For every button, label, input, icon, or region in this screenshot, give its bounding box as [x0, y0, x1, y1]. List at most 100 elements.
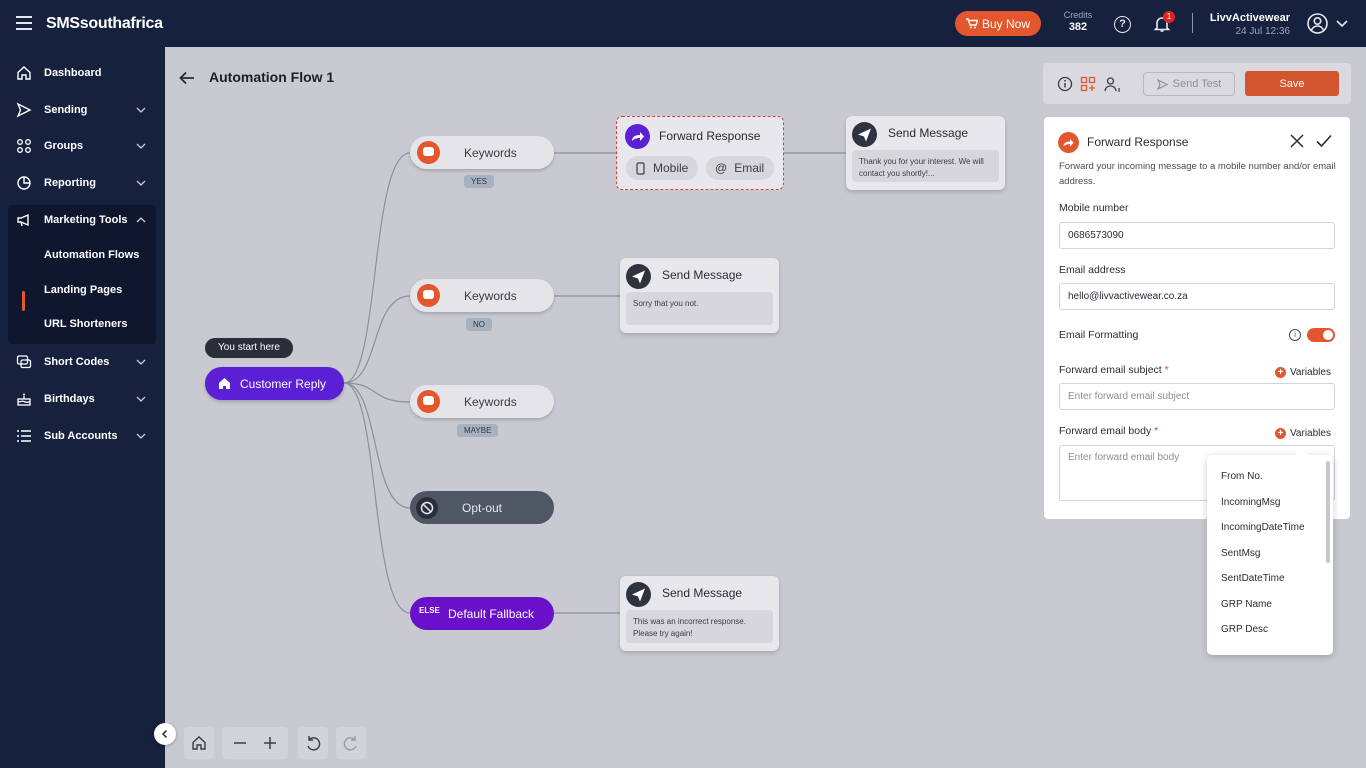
sidebar-item-dashboard[interactable]: Dashboard	[8, 58, 156, 88]
required-mark: *	[1164, 364, 1169, 376]
keywords-label: Keywords	[464, 288, 517, 303]
sidebar-label: Marketing Tools	[44, 214, 128, 226]
keywords-node-yes[interactable]: Keywords	[410, 136, 554, 169]
variables-label: Variables	[1290, 428, 1331, 439]
else-prefix: ELSE	[419, 606, 440, 615]
forward-email-body-label: Forward email body *	[1059, 425, 1158, 437]
customer-reply-node[interactable]: Customer Reply	[205, 367, 344, 400]
default-fallback-node[interactable]: ELSE Default Fallback	[410, 597, 554, 630]
email-address-label: Email address	[1059, 264, 1126, 276]
sidebar-item-marketing-tools[interactable]: Marketing Tools	[8, 205, 156, 235]
flow-connectors	[343, 152, 846, 614]
chat-bubble-icon	[417, 284, 440, 307]
sidebar-item-sub-accounts[interactable]: Sub Accounts	[8, 421, 156, 451]
send-message-node-yes[interactable]: Send Message Thank you for your interest…	[846, 116, 1005, 190]
cart-icon	[965, 18, 978, 29]
user-avatar-icon[interactable]	[1307, 13, 1328, 34]
collapse-sidebar-button[interactable]	[154, 723, 176, 745]
forward-email-subject-input[interactable]	[1059, 383, 1335, 410]
zoom-out-icon[interactable]	[233, 736, 247, 750]
add-node-icon[interactable]	[1080, 76, 1096, 92]
chevron-down-icon	[136, 396, 146, 402]
chat-bubble-icon	[417, 390, 440, 413]
variable-option[interactable]: IncomingDateTime	[1221, 522, 1305, 533]
user-info[interactable]: LivvActivewear 24 Jul 12:36	[1200, 12, 1290, 37]
subject-variables-button[interactable]: + Variables	[1275, 367, 1331, 378]
credits-label: Credits	[1063, 10, 1093, 20]
sidebar-item-short-codes[interactable]: Short Codes	[8, 347, 156, 377]
menu-icon[interactable]	[16, 16, 32, 30]
subject-label-text: Forward email subject	[1059, 364, 1162, 376]
undo-button[interactable]	[298, 727, 328, 759]
email-chip[interactable]: @ Email	[706, 156, 774, 180]
send-test-label: Send Test	[1172, 78, 1222, 90]
variable-option[interactable]: GRP Desc	[1221, 624, 1269, 635]
forward-response-title: Forward Response	[659, 129, 761, 143]
page-title: Automation Flow 1	[209, 69, 335, 85]
mobile-chip[interactable]: Mobile	[626, 156, 698, 180]
variable-option[interactable]: IncomingMsg	[1221, 497, 1281, 508]
save-button[interactable]: Save	[1245, 71, 1339, 96]
forward-arrow-icon	[625, 124, 650, 149]
forward-response-node[interactable]: Forward Response Mobile @ Email	[616, 116, 784, 190]
dropdown-scrollbar[interactable]	[1326, 461, 1330, 563]
sidebar-item-landing-pages[interactable]: Landing Pages	[44, 284, 123, 296]
body-variables-button[interactable]: + Variables	[1275, 428, 1331, 439]
undo-icon	[307, 736, 321, 751]
home-icon	[192, 736, 206, 750]
opt-out-label: Opt-out	[462, 500, 503, 515]
mobile-number-input[interactable]	[1059, 222, 1335, 249]
email-formatting-label: Email Formatting	[1059, 329, 1139, 341]
back-arrow-icon[interactable]	[178, 69, 196, 87]
sidebar-item-birthdays[interactable]: Birthdays	[8, 384, 156, 414]
send-test-button[interactable]: Send Test	[1143, 72, 1235, 96]
opt-out-node[interactable]: Opt-out	[410, 491, 554, 524]
sidebar-item-reporting[interactable]: Reporting	[8, 168, 156, 198]
sidebar-item-url-shorteners[interactable]: URL Shorteners	[44, 318, 128, 330]
variable-option[interactable]: From No.	[1221, 471, 1263, 482]
brand-logo[interactable]: SMSsouthafrica	[46, 15, 163, 32]
send-message-node-no[interactable]: Send Message Sorry that you not.	[620, 258, 779, 333]
sidebar-item-sending[interactable]: Sending	[8, 95, 156, 125]
buy-now-button[interactable]: Buy Now	[955, 11, 1041, 36]
info-icon[interactable]: i	[1289, 329, 1301, 341]
chat-icon	[16, 355, 32, 369]
user-name: LivvActivewear	[1209, 12, 1290, 24]
keywords-node-no[interactable]: Keywords	[410, 279, 554, 312]
fit-view-button[interactable]	[184, 727, 214, 759]
sidebar-label: Short Codes	[44, 356, 110, 368]
email-chip-label: Email	[734, 161, 765, 175]
sidebar-label: Dashboard	[44, 67, 102, 79]
keywords-label: Keywords	[464, 145, 517, 160]
paper-plane-icon	[626, 582, 651, 607]
info-icon[interactable]	[1057, 76, 1073, 92]
variables-dropdown: From No. IncomingMsg IncomingDateTime Se…	[1207, 455, 1333, 655]
chevron-down-icon	[136, 107, 146, 113]
email-address-input[interactable]	[1059, 283, 1335, 310]
keywords-node-maybe[interactable]: Keywords	[410, 385, 554, 418]
sidebar-item-automation-flows[interactable]: Automation Flows	[44, 249, 140, 261]
variable-option[interactable]: GRP Name	[1221, 599, 1272, 610]
chevron-down-icon[interactable]	[1336, 17, 1348, 29]
zoom-in-icon[interactable]	[263, 736, 277, 750]
check-icon[interactable]	[1316, 134, 1332, 148]
chevron-down-icon	[136, 433, 146, 439]
keyword-tag-no: NO	[466, 318, 492, 331]
help-icon[interactable]: ?	[1114, 16, 1131, 33]
redo-button[interactable]	[336, 727, 366, 759]
active-indicator	[22, 291, 25, 311]
variable-option[interactable]: SentDateTime	[1221, 573, 1285, 584]
sidebar-label: Reporting	[44, 177, 96, 189]
close-icon[interactable]	[1290, 134, 1304, 148]
sidebar-item-groups[interactable]: Groups	[8, 131, 156, 161]
chevron-down-icon	[136, 180, 146, 186]
chevron-left-icon	[161, 729, 168, 739]
send-icon	[1156, 78, 1168, 90]
contact-icon[interactable]	[1104, 76, 1122, 92]
email-formatting-toggle[interactable]	[1307, 328, 1335, 342]
plus-icon: +	[1275, 367, 1286, 378]
home-icon	[17, 66, 31, 80]
send-message-node-else[interactable]: Send Message This was an incorrect respo…	[620, 576, 779, 651]
variable-option[interactable]: SentMsg	[1221, 548, 1261, 559]
chevron-down-icon	[136, 143, 146, 149]
